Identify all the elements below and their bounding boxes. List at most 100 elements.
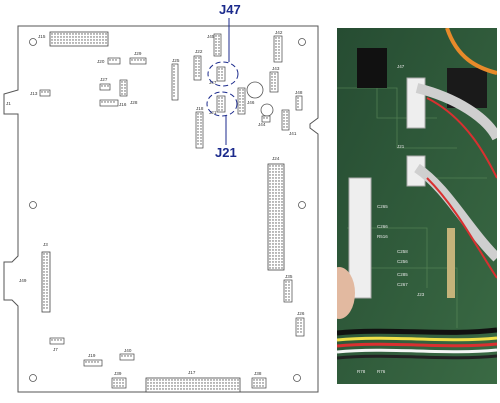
connector-j18 [195,111,204,149]
pin [242,92,244,94]
pin [269,174,271,176]
pin [222,379,224,381]
pin [113,101,115,103]
pin [218,103,220,105]
pin [275,219,277,221]
label-j35: J35 [285,274,293,279]
pin [162,382,164,384]
pin [197,113,199,115]
connector-j41 [281,109,290,131]
pin [66,39,68,41]
pin [263,117,265,119]
pin [171,382,173,384]
pin [275,58,277,60]
pin [87,42,89,44]
pin [99,36,101,38]
pin [165,382,167,384]
pin [272,186,274,188]
pin [84,39,86,41]
connector-j17 [145,377,241,393]
pin [99,42,101,44]
pin [231,382,233,384]
pin [275,198,277,200]
pin [159,382,161,384]
connector-j39 [111,377,127,389]
connector-j40 [119,353,135,361]
pin [216,388,218,390]
pin [275,192,277,194]
pin [99,39,101,41]
pin [207,382,209,384]
pin [153,379,155,381]
pin [221,74,223,76]
pin [78,36,80,38]
pin [269,237,271,239]
pin [272,246,274,248]
pin [183,379,185,381]
pin [93,33,95,35]
pin [90,36,92,38]
pin [93,39,95,41]
pin [204,379,206,381]
label-j48: J48 [295,90,303,95]
mounting-holes [29,38,306,382]
pin [221,103,223,105]
pin [278,37,280,39]
pin [275,213,277,215]
pin [198,66,200,68]
pin [275,189,277,191]
pin [60,42,62,44]
pin [286,117,288,119]
pin [272,183,274,185]
pin [153,385,155,387]
pin [57,36,59,38]
pin [197,128,199,130]
pin [269,198,271,200]
pin [159,385,161,387]
pin [66,33,68,35]
pin [269,219,271,221]
silkscreen-label: C258 [397,249,408,254]
pin [221,100,223,102]
pin [269,234,271,236]
pin [278,165,280,167]
pin [215,53,217,55]
pin [272,216,274,218]
pin [131,59,133,61]
pin [46,277,48,279]
pin [275,237,277,239]
pin [51,39,53,41]
pin [121,81,123,83]
pin [269,264,271,266]
pin [269,225,271,227]
pin [109,59,111,61]
pin [297,331,299,333]
pin [275,43,277,45]
pin [174,388,176,390]
pin [237,379,239,381]
pin [46,304,48,306]
pin [46,265,48,267]
pin [272,234,274,236]
pin [177,379,179,381]
pin [272,165,274,167]
pin [46,292,48,294]
pin [275,52,277,54]
pin [173,86,175,88]
pin [96,33,98,35]
pin [215,50,217,52]
pin [269,165,271,167]
pin [253,382,255,384]
pin [105,42,107,44]
black-chip [357,48,387,88]
pin [124,355,126,357]
pin [228,385,230,387]
orange-wire [445,28,497,75]
pin [278,171,280,173]
pin [275,252,277,254]
label-j42: J42 [275,30,283,35]
highlight-ring-j47 [207,61,239,87]
pin [278,58,280,60]
pin [198,72,200,74]
pin [69,36,71,38]
